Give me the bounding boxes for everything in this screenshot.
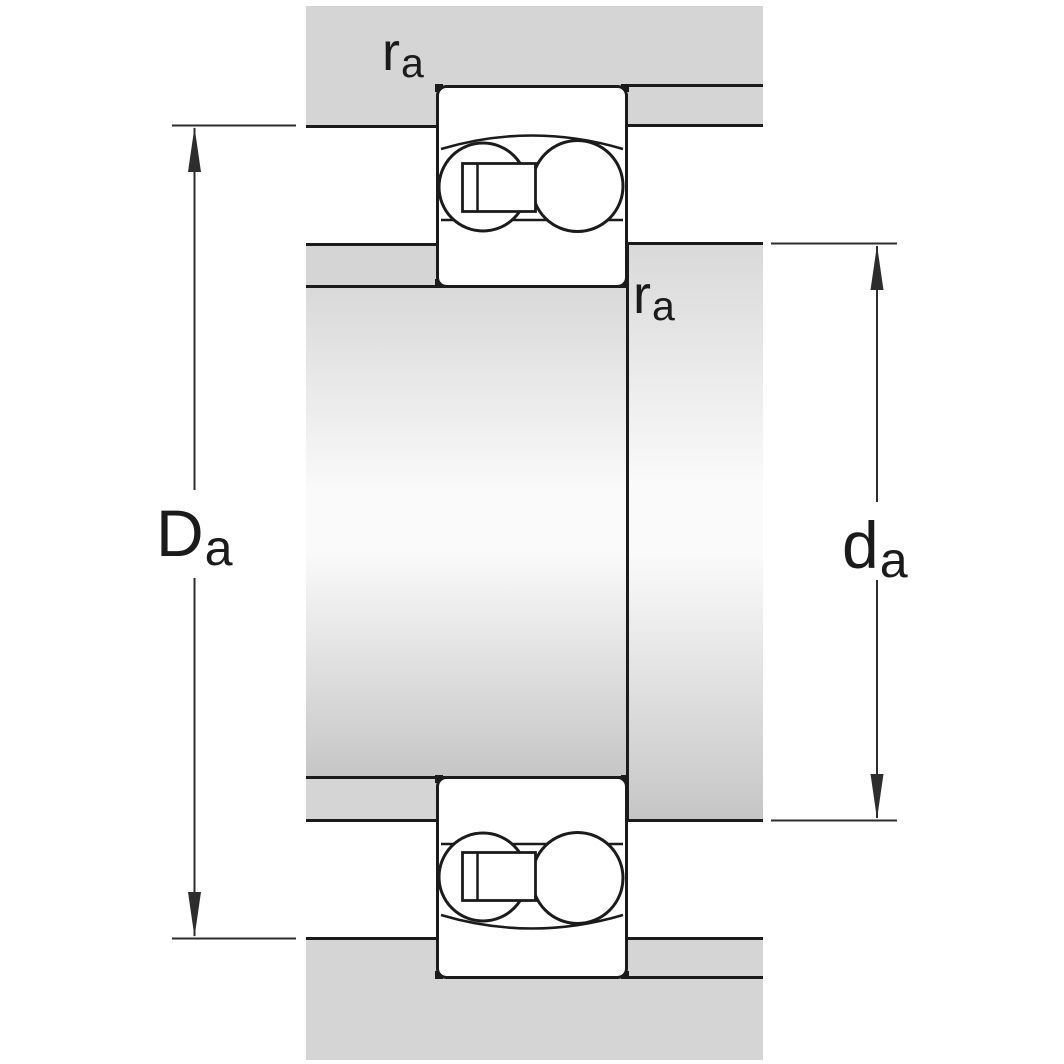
shaft-step-edge [626, 243, 629, 821]
housing-section-top-right [628, 6, 763, 85]
fillet-corner-mark [435, 775, 443, 783]
shaft-shoulder-surface-bottom [628, 819, 763, 822]
label-subscript: a [651, 282, 675, 329]
label-subscript: a [204, 519, 233, 576]
housing-section-top-middle [437, 6, 628, 87]
label-shaft-abutment-diameter-da: da [842, 512, 908, 585]
sphered-outer-raceway-arc-top [440, 134, 624, 151]
housing-shoulder-bore-edge-bottom [306, 937, 440, 940]
rolling-element-ball [530, 139, 625, 233]
label-base: d [842, 508, 879, 582]
sphered-outer-raceway-arc-bottom [440, 913, 624, 930]
shaft-spacer-ring-top [306, 246, 437, 286]
cage-cross-section-bottom [461, 851, 537, 902]
label-housing-abutment-diameter-Da: Da [156, 500, 233, 573]
housing-section-top-left [306, 6, 440, 125]
bearing-cross-section-top [435, 84, 629, 288]
label-housing-fillet-ra: ra [382, 22, 424, 83]
housing-section-bottom-middle [437, 977, 628, 1060]
housing-bore-edge-top-right [628, 84, 763, 87]
housing-bore-edge-bottom-right [628, 976, 763, 979]
shaft-spacer-outer-edge-top [306, 243, 437, 246]
bearing-cross-section-bottom [435, 775, 629, 979]
label-base: D [156, 496, 204, 570]
label-base: r [382, 22, 400, 82]
shaft-shoulder-surface-top [628, 242, 763, 245]
shaft-spacer-ring-bottom [306, 779, 437, 819]
shaft-spacer-outer-edge-bottom [306, 819, 437, 822]
dimension-Da [172, 124, 296, 940]
shaft-shoulder [629, 245, 763, 819]
housing-spacer-ring-top [628, 87, 763, 125]
label-base: r [633, 265, 651, 325]
label-subscript: a [879, 531, 908, 588]
housing-spacer-inner-edge-top [628, 124, 763, 127]
dimension-da [771, 242, 897, 822]
cage-cross-section-top [461, 162, 537, 213]
fillet-corner-mark [621, 775, 629, 783]
housing-section-bottom-left [306, 940, 440, 1060]
arrowhead-up-icon [188, 127, 201, 172]
arrowhead-down-icon [870, 774, 884, 819]
arrowhead-up-icon [870, 245, 884, 290]
housing-spacer-ring-bottom [628, 940, 763, 977]
arrowhead-down-icon [188, 892, 201, 937]
housing-section-bottom-right [628, 979, 763, 1060]
fillet-corner-mark [621, 84, 629, 92]
shaft-body [306, 288, 628, 776]
fillet-corner-mark [435, 84, 443, 92]
rolling-element-ball [530, 831, 625, 925]
housing-shoulder-bore-edge-top [306, 125, 440, 128]
label-shaft-fillet-ra: ra [633, 265, 675, 326]
housing-spacer-inner-edge-bottom [628, 937, 763, 940]
label-subscript: a [400, 39, 424, 86]
